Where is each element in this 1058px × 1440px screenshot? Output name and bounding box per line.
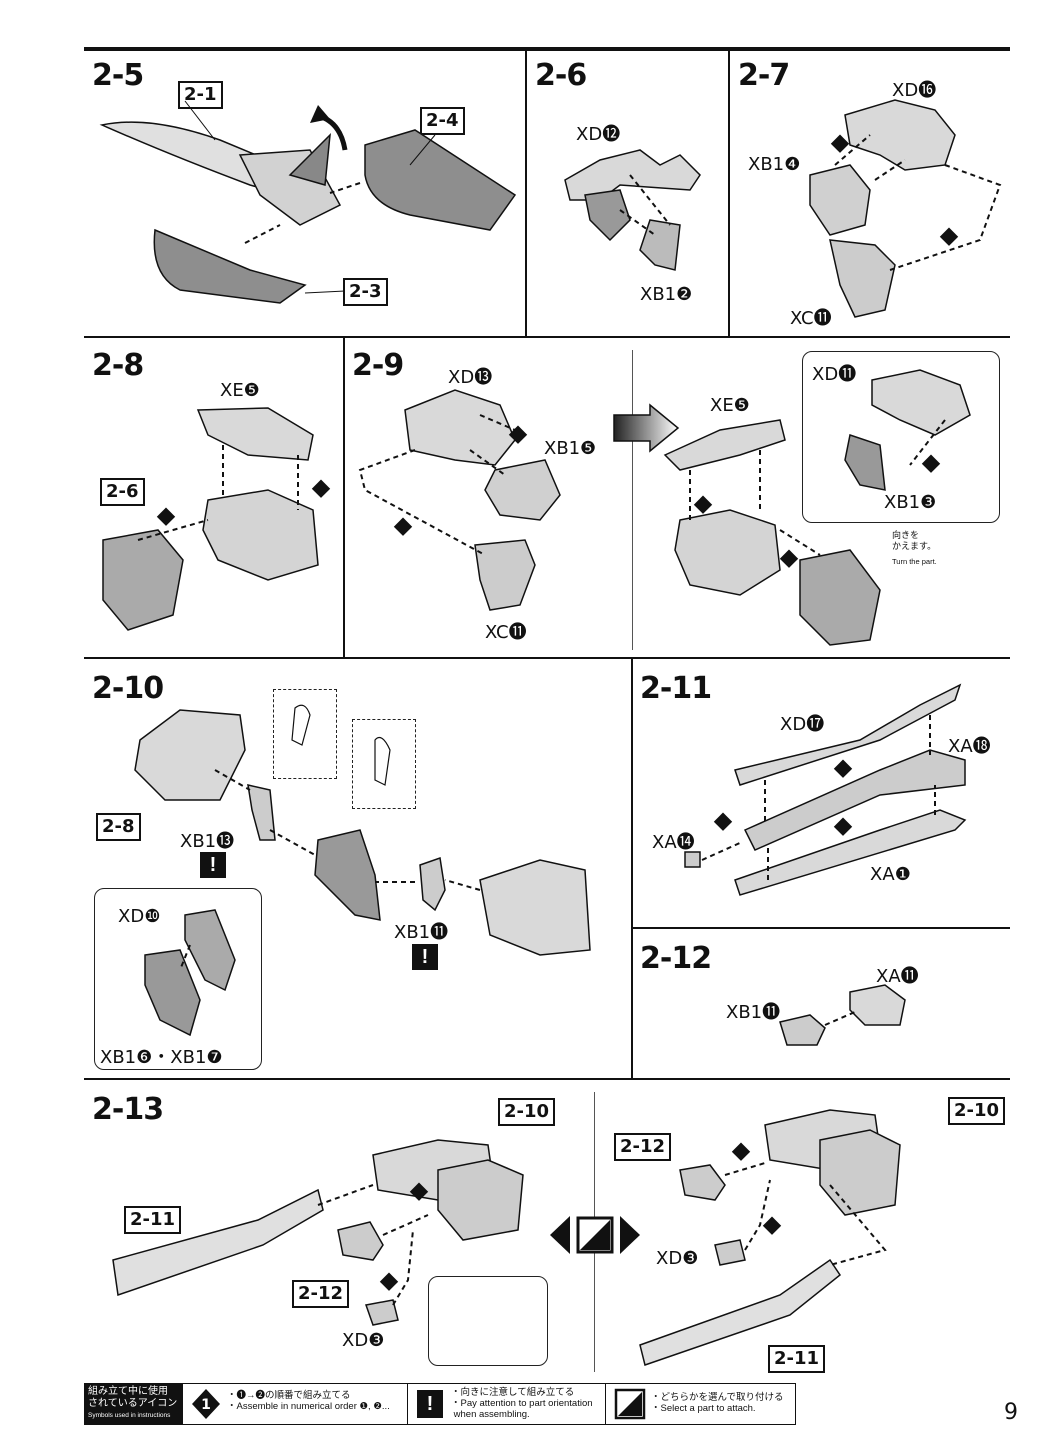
step-2-7-title: 2-7 [738,58,790,93]
part-label-xd15: XD⓰ [892,80,937,101]
part-label-xc12-b: XC⓫ [485,622,527,643]
step-2-8-title: 2-8 [92,348,144,383]
ref-box-2-10-b: 2-10 [948,1097,1006,1125]
step-2-8-illustration [102,407,331,631]
ref-box-2-4: 2-4 [420,107,465,135]
step-2-9-title: 2-9 [352,348,404,383]
part-label-xd3-b: XD❸ [656,1248,699,1269]
part-label-xd12: XD⓫ [812,364,857,385]
step-2-10-title: 2-10 [92,671,164,706]
part-label-xc12: XC⓫ [790,308,832,329]
legend-item-order-jp: ・❶→❷の順番で組み立てる [227,1390,351,1401]
part-label-xb1-3: XB1❸ [884,492,937,513]
turn-part-note-jp: 向きを かえます。 [892,530,937,551]
detail-box-a [273,689,337,779]
legend-item-order-en: ・Assemble in numerical order ❶, ❷... [227,1401,390,1412]
ref-box-2-3: 2-3 [343,278,388,306]
orientation-warning-icon-2: ! [412,944,438,970]
step-2-6-illustration [564,149,701,271]
vrule-25 [525,49,527,337]
vrule-29 [632,350,633,650]
step-2-10-illustration [134,704,591,1037]
part-label-xb1-12: XB1⓫ [394,922,449,943]
ref-box-2-6: 2-6 [100,478,145,506]
legend-item-orientation-jp: ・向きに注意して組み立てる [451,1387,575,1398]
part-label-xd13: XD⓭ [448,367,493,388]
vrule-210 [631,658,633,1079]
part-label-xd3-a: XD❸ [342,1330,385,1351]
next-arrow [613,403,680,453]
legend-item-select: ・どちらかを選んで取り付ける ・Select a part to attach. [651,1392,791,1432]
step-2-13-right-illustration [639,1109,901,1366]
step-2-13-left-illustration [112,1139,524,1326]
svg-text:1: 1 [201,1397,211,1413]
detail-callout-213 [428,1276,548,1366]
ref-box-2-1: 2-1 [178,81,223,109]
turn-part-note-en: Turn the part. [892,557,937,566]
part-label-xb1-6-7: XB1❻・XB1❼ [100,1047,223,1068]
step-2-11-illustration [684,683,967,896]
part-label-xe5: XE❺ [220,380,260,401]
step-2-7-illustration [809,99,1002,318]
part-label-xb1-4: XB1❹ [748,154,801,175]
rule-row1-bottom [84,336,1010,338]
part-label-xb1-13: XB1⓭ [180,831,235,852]
part-label-xa18: XA⓲ [948,736,991,757]
ref-box-2-12-b: 2-12 [614,1133,672,1161]
rule-211-212 [632,927,1010,929]
vrule-28 [343,337,345,658]
legend-item-orientation-en: ・Pay attention to part orientation when … [451,1398,593,1420]
step-2-12-title: 2-12 [640,941,712,976]
select-one-icon [550,1216,640,1254]
page-number: 9 [1004,1400,1018,1425]
legend-title-jp: 組み立て中に使用 されているアイコン [88,1386,178,1409]
step-2-13-title: 2-13 [92,1092,164,1127]
step-2-10-label: 2-10 [92,671,164,706]
numbered-order-icon: 1 [192,1389,220,1419]
part-label-xa1: XA❶ [870,864,911,885]
step-2-9-illustration [358,389,561,611]
part-label-xd16: XD⓱ [780,714,825,735]
part-label-xd14: XD⓬ [576,124,621,145]
part-label-xe5-b: XE❺ [710,395,750,416]
select-part-icon [614,1388,646,1420]
rule-row3-bottom [84,1078,1010,1080]
legend-item-select-jp: ・どちらかを選んで取り付ける [651,1392,784,1403]
step-2-11-title: 2-11 [640,671,712,706]
part-label-xa11: XA⓫ [876,966,919,987]
legend-divider-1 [407,1384,408,1424]
orientation-warning-icon: ! [200,852,226,878]
ref-box-2-8: 2-8 [96,813,141,841]
rule-row2-bottom [84,657,1010,659]
step-2-6-title: 2-6 [535,58,587,93]
top-rule [84,47,1010,51]
part-label-xb1-2: XB1❷ [640,284,693,305]
orientation-icon: ! [417,1390,443,1418]
ref-box-2-12-a: 2-12 [292,1280,350,1308]
legend-item-order: ・❶→❷の順番で組み立てる ・Assemble in numerical ord… [227,1390,405,1430]
part-label-xd10: XD❿ [118,906,161,927]
legend-item-select-en: ・Select a part to attach. [651,1403,756,1414]
part-label-xa14: XA⓮ [652,832,695,853]
step-2-5-illustration [99,100,517,304]
vrule-26 [728,49,730,337]
legend-title-en: Symbols used in instructions [88,1412,171,1419]
symbol-legend: 組み立て中に使用 されているアイコン Symbols used in instr… [84,1383,796,1425]
step-2-5-title: 2-5 [92,58,144,93]
ref-box-2-11-a: 2-11 [124,1206,182,1234]
step-2-12-illustration [779,984,906,1046]
legend-divider-2 [605,1384,606,1424]
legend-title: 組み立て中に使用 されているアイコン Symbols used in instr… [85,1384,183,1424]
legend-item-orientation: ・向きに注意して組み立てる ・Pay attention to part ori… [451,1387,603,1427]
step-2-9-result-illustration [663,369,971,646]
part-label-xb1-11: XB1⓫ [726,1002,781,1023]
ref-box-2-11-b: 2-11 [768,1345,826,1373]
part-label-xb1-5: XB1❺ [544,438,597,459]
ref-box-2-10-a: 2-10 [498,1098,556,1126]
